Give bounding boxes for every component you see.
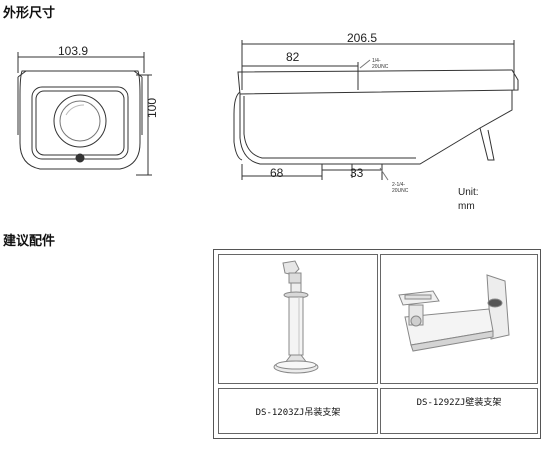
front-view-drawing bbox=[17, 52, 152, 176]
accessory-caption-cell-1: DS-1203ZJ吊装支架 bbox=[218, 388, 378, 434]
thread-top-line-2: 20UNC bbox=[372, 64, 389, 70]
dimensions-section-title: 外形尺寸 bbox=[3, 6, 56, 21]
side-top-offset-dimension: 82 bbox=[286, 50, 300, 64]
accessory-caption-1: DS-1203ZJ吊装支架 bbox=[255, 407, 341, 418]
accessories-section-title: 建议配件 bbox=[3, 234, 56, 249]
accessory-image-cell-1 bbox=[218, 254, 378, 384]
front-width-dimension: 103.9 bbox=[58, 44, 89, 58]
accessory-caption-cell-2: DS-1292ZJ壁装支架 bbox=[380, 388, 538, 434]
unit-note: Unit: mm bbox=[458, 186, 479, 214]
ceiling-mount-bracket-icon bbox=[273, 260, 319, 374]
side-view-drawing bbox=[233, 40, 519, 181]
thread-top-line-1: 1/4- bbox=[372, 58, 381, 64]
thread-bottom-line-2: 20UNC bbox=[392, 188, 409, 194]
side-mount-width-dimension: 33 bbox=[350, 166, 364, 180]
unit-value: mm bbox=[458, 201, 475, 212]
thread-bottom-note: 2-1/4- 20UNC bbox=[392, 182, 408, 194]
wall-mount-bracket-icon bbox=[398, 274, 510, 352]
accessories-table: DS-1203ZJ吊装支架 DS-1292ZJ壁装支架 bbox=[213, 249, 541, 439]
side-bottom-offset-dimension: 68 bbox=[270, 166, 284, 180]
front-height-dimension: 100 bbox=[145, 97, 159, 118]
thread-top-note: 1/4- 20UNC bbox=[372, 58, 388, 70]
accessory-caption-2: DS-1292ZJ壁装支架 bbox=[416, 398, 502, 408]
accessory-image-cell-2 bbox=[380, 254, 538, 384]
thread-bottom-line-1: 2-1/4- bbox=[392, 182, 406, 188]
unit-label: Unit: bbox=[458, 187, 479, 198]
side-length-dimension: 206.5 bbox=[347, 31, 378, 45]
